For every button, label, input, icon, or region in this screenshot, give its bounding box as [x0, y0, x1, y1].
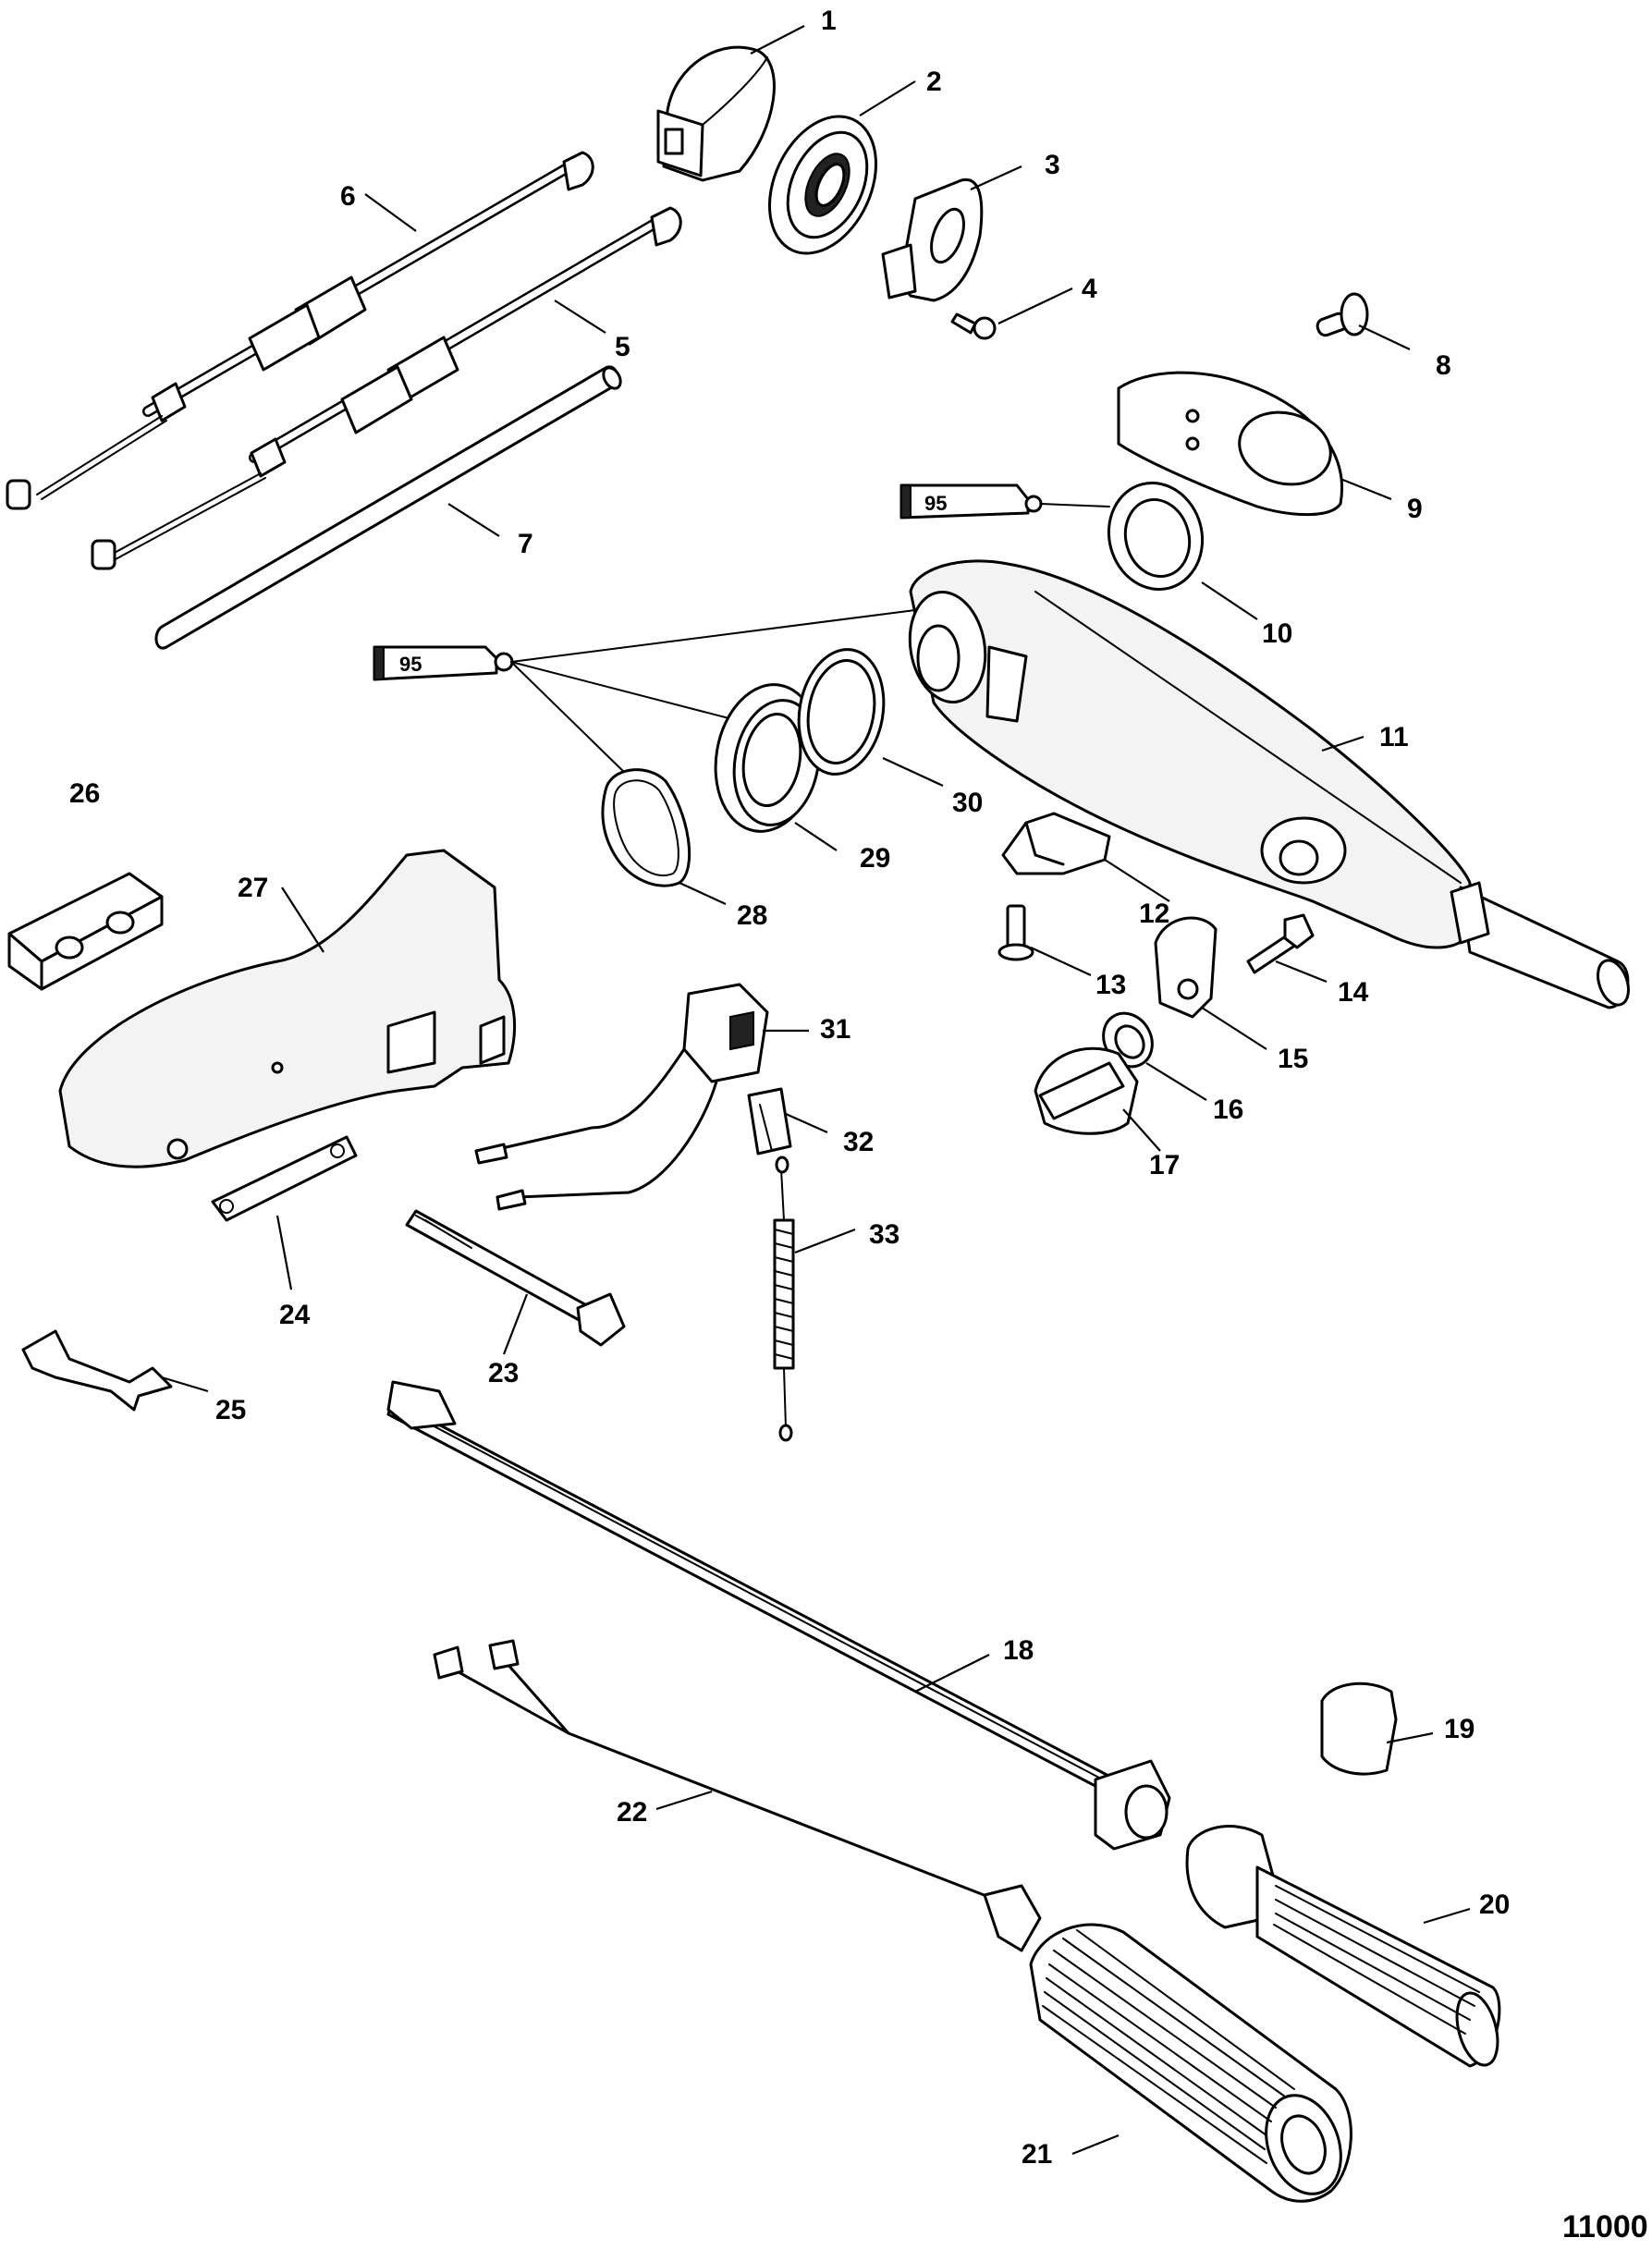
part-33-spring	[773, 1156, 795, 1442]
part-17-knob	[1034, 1046, 1139, 1135]
callout-2: 2	[926, 67, 942, 97]
part-2-bearing	[767, 115, 878, 255]
part-25-spring-clip	[21, 1329, 173, 1412]
callout-23: 23	[488, 1358, 519, 1388]
part-14-bolt	[1246, 913, 1315, 974]
part-23-long-bolt	[405, 1209, 626, 1347]
callout-19: 19	[1444, 1714, 1475, 1744]
sealant-tube-label: 95	[924, 492, 947, 515]
callout-14: 14	[1338, 977, 1369, 1008]
part-22-harness	[433, 1639, 1042, 1952]
callout-11: 11	[1379, 722, 1409, 752]
part-7-rod	[154, 365, 622, 650]
callout-15: 15	[1278, 1044, 1308, 1074]
callout-9: 9	[1407, 494, 1423, 524]
part-5-gas-strut	[91, 206, 682, 570]
callout-8: 8	[1436, 350, 1451, 381]
part-12-bracket	[1001, 812, 1111, 875]
part-24-gasket	[211, 1135, 358, 1222]
callout-10: 10	[1262, 618, 1292, 649]
callout-24: 24	[279, 1300, 311, 1330]
part-32-clip	[747, 1087, 792, 1156]
part-26-block	[7, 872, 164, 991]
part-9-cover	[1117, 371, 1343, 517]
part-18-throttle-shaft	[386, 1380, 1171, 1851]
callout-5: 5	[615, 332, 630, 362]
part-1-clamp	[656, 45, 776, 182]
part-8-bolt	[1315, 292, 1369, 337]
callout-22: 22	[617, 1797, 647, 1828]
callout-12: 12	[1139, 899, 1169, 929]
callout-31: 31	[820, 1014, 850, 1045]
callout-7: 7	[518, 529, 533, 559]
callout-numbers: 1 2 3 4 5 6 7 8 9 10 11 12 13 14 15 16 1…	[69, 6, 1510, 2170]
part-4-screw	[950, 312, 997, 340]
sealant-tube-upper: 95	[899, 483, 1110, 520]
callout-30: 30	[952, 788, 983, 818]
part-6-gas-strut	[6, 151, 594, 510]
callout-21: 21	[1022, 2139, 1052, 2170]
figure-reference-number: 11000	[1562, 2209, 1648, 2244]
part-28-oring	[601, 768, 691, 887]
callout-13: 13	[1095, 970, 1126, 1000]
callout-27: 27	[238, 873, 268, 903]
part-13-screw	[997, 904, 1034, 961]
callout-25: 25	[215, 1395, 246, 1425]
part-11-tiller-arm	[908, 559, 1630, 1009]
part-3-plate	[881, 177, 984, 302]
sealant-tube-label: 95	[399, 653, 422, 676]
callout-6: 6	[340, 181, 356, 212]
part-10-seal	[1107, 482, 1205, 591]
callout-28: 28	[737, 900, 767, 931]
callout-29: 29	[860, 843, 890, 874]
callout-3: 3	[1045, 150, 1060, 180]
callout-17: 17	[1149, 1150, 1180, 1180]
callout-1: 1	[821, 6, 837, 36]
part-19-clip-ring	[1320, 1681, 1398, 1776]
callout-33: 33	[869, 1219, 899, 1250]
callout-32: 32	[843, 1127, 874, 1157]
callout-26: 26	[69, 778, 100, 809]
part-20-grip-insert	[1185, 1825, 1501, 2068]
leader-lines	[161, 25, 1471, 2156]
part-15-clip	[1154, 916, 1218, 1019]
part-31-switch	[474, 983, 769, 1211]
part-30-washer	[797, 648, 886, 776]
callout-20: 20	[1479, 1889, 1510, 1920]
sealant-tube-lower: 95	[373, 609, 916, 777]
callout-18: 18	[1003, 1635, 1034, 1666]
part-21-grip	[1029, 1923, 1352, 2203]
callout-4: 4	[1082, 274, 1097, 304]
callout-16: 16	[1213, 1094, 1243, 1125]
part-27-swivel-bracket	[58, 849, 517, 1168]
